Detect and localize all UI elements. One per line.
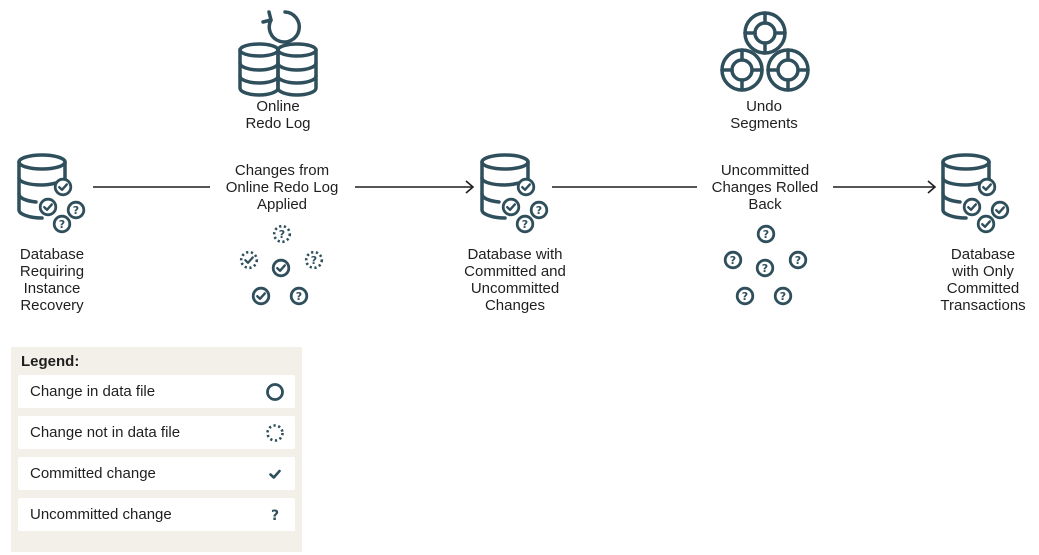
legend-row-not-in-data-file: Change not in data file <box>18 416 295 449</box>
legend: Legend: Change in data file Change not i… <box>11 347 302 552</box>
circle-solid-icon <box>265 382 285 402</box>
undo-segments-icon <box>720 11 810 92</box>
roll-forward-changes <box>239 224 324 306</box>
label-db-start: Database Requiring Instance Recovery <box>19 246 85 314</box>
svg-text:?: ? <box>271 508 279 524</box>
legend-row-committed: Committed change <box>18 457 295 490</box>
label-db-end: Database with Only Committed Transaction… <box>940 246 1026 314</box>
legend-row-in-data-file: Change in data file <box>18 375 295 408</box>
label-redo-log: Online Redo Log <box>245 98 311 132</box>
legend-label: Change in data file <box>30 383 156 400</box>
roll-back-changes <box>723 224 808 306</box>
label-db-middle: Database with Committed and Uncommitted … <box>464 246 566 314</box>
legend-label: Uncommitted change <box>30 506 172 523</box>
checkmark-icon <box>265 464 285 484</box>
legend-label: Change not in data file <box>30 424 181 441</box>
database-icon-middle <box>480 153 549 234</box>
database-icon-start <box>17 153 86 234</box>
question-icon: ? <box>265 505 285 525</box>
legend-title: Legend: <box>21 353 80 370</box>
label-undo: Undo Segments <box>730 98 798 132</box>
arrow-head-2 <box>927 180 937 194</box>
circle-dotted-icon <box>265 423 285 443</box>
label-roll-back: Uncommitted Changes Rolled Back <box>708 162 822 213</box>
arrow-head-1 <box>465 180 475 194</box>
legend-row-uncommitted: Uncommitted change ? <box>18 498 295 531</box>
label-roll-forward: Changes from Online Redo Log Applied <box>222 162 342 213</box>
redo-log-icon <box>238 10 318 97</box>
database-icon-end <box>941 153 1010 234</box>
legend-label: Committed change <box>30 465 156 482</box>
